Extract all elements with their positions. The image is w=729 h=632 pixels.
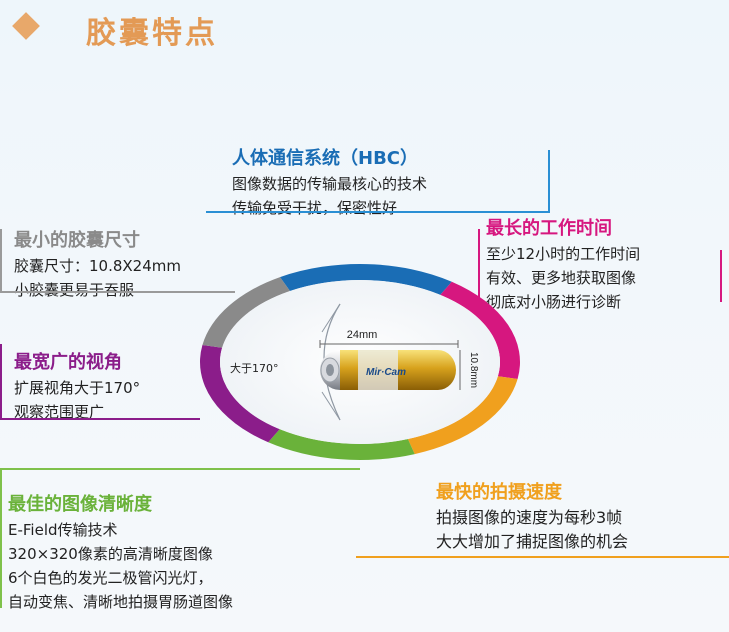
feature-speed-line: 大大增加了捕捉图像的机会 bbox=[436, 532, 629, 551]
time-divider bbox=[720, 250, 722, 302]
feature-clarity-line: 自动变焦、清晰地拍摄胃肠道图像 bbox=[8, 593, 234, 611]
feature-hbc: 人体通信系统（HBC） 图像数据的传输最核心的技术 传输免受干扰，保密性好 bbox=[232, 146, 427, 220]
feature-size-title: 最小的胶囊尺寸 bbox=[14, 230, 140, 251]
feature-speed: 最快的拍摄速度 拍摄图像的速度为每秒3帧 大大增加了捕捉图像的机会 bbox=[436, 480, 628, 554]
view-divider bbox=[0, 344, 2, 418]
ring-segments bbox=[199, 264, 520, 460]
feature-view-line: 观察范围更广 bbox=[14, 403, 105, 421]
feature-size: 最小的胶囊尺寸 胶囊尺寸：10.8X24mm 小胶囊更易于吞服 bbox=[14, 228, 181, 302]
ring-segment-size bbox=[202, 277, 290, 348]
speed-divider bbox=[356, 556, 729, 558]
diamond-icon bbox=[12, 12, 40, 40]
feature-clarity-line: 6个白色的发光二极管闪光灯， bbox=[8, 569, 213, 587]
size-divider bbox=[0, 291, 235, 293]
feature-hbc-line: 传输免受干扰，保密性好 bbox=[232, 199, 398, 217]
feature-view: 最宽广的视角 扩展视角大于170° 观察范围更广 bbox=[14, 350, 140, 424]
view-divider bbox=[0, 418, 200, 420]
length-label: 24mm bbox=[347, 329, 378, 341]
feature-clarity-line: E-Field传输技术 bbox=[8, 521, 118, 539]
ring-segment-view bbox=[199, 344, 280, 443]
ring-segment-hbc bbox=[280, 264, 452, 295]
feature-view-line: 扩展视角大于170° bbox=[14, 379, 141, 397]
clarity-divider bbox=[0, 468, 360, 470]
feature-hbc-line: 图像数据的传输最核心的技术 bbox=[232, 175, 428, 193]
feature-speed-title: 最快的拍摄速度 bbox=[436, 482, 562, 503]
ring-segment-time bbox=[440, 281, 520, 380]
feature-view-title: 最宽广的视角 bbox=[14, 352, 122, 373]
view-angle-ray bbox=[321, 391, 341, 421]
feature-time: 最长的工作时间 至少12小时的工作时间 有效、更多地获取图像 彻底对小肠进行诊断 bbox=[486, 216, 640, 314]
feature-time-line: 有效、更多地获取图像 bbox=[486, 269, 637, 287]
diameter-label: 10.8mm bbox=[468, 352, 479, 388]
feature-size-line: 小胶囊更易于吞服 bbox=[14, 281, 135, 299]
clarity-divider bbox=[0, 468, 2, 608]
ring-segment-speed bbox=[407, 376, 518, 455]
feature-size-line: 胶囊尺寸：10.8X24mm bbox=[14, 257, 181, 275]
feature-clarity-title: 最佳的图像清晰度 bbox=[8, 494, 152, 515]
page-title: 胶囊特点 bbox=[86, 16, 218, 51]
feature-time-title: 最长的工作时间 bbox=[486, 218, 612, 239]
feature-speed-line: 拍摄图像的速度为每秒3帧 bbox=[436, 508, 623, 527]
time-divider bbox=[478, 229, 480, 299]
feature-clarity: 最佳的图像清晰度 E-Field传输技术 320×320像素的高清晰度图像 6个… bbox=[8, 492, 233, 614]
feature-clarity-line: 320×320像素的高清晰度图像 bbox=[8, 545, 213, 563]
ring-segment-clarity bbox=[268, 429, 415, 460]
capsule-brand: Mir·Cam bbox=[366, 367, 406, 378]
hbc-divider bbox=[548, 150, 550, 212]
feature-time-line: 至少12小时的工作时间 bbox=[486, 245, 641, 263]
feature-time-line: 彻底对小肠进行诊断 bbox=[486, 293, 622, 311]
angle-label: 大于170° bbox=[230, 361, 279, 375]
capsule-ring: 24mm 10.8mm 大于170° Mir·Cam bbox=[199, 264, 520, 460]
view-angle-ray bbox=[321, 303, 341, 333]
header: 胶囊特点 bbox=[0, 0, 729, 56]
hbc-divider bbox=[206, 211, 550, 213]
size-divider bbox=[0, 229, 2, 291]
capsule: Mir·Cam bbox=[320, 350, 456, 390]
feature-hbc-title: 人体通信系统（HBC） bbox=[232, 148, 418, 169]
